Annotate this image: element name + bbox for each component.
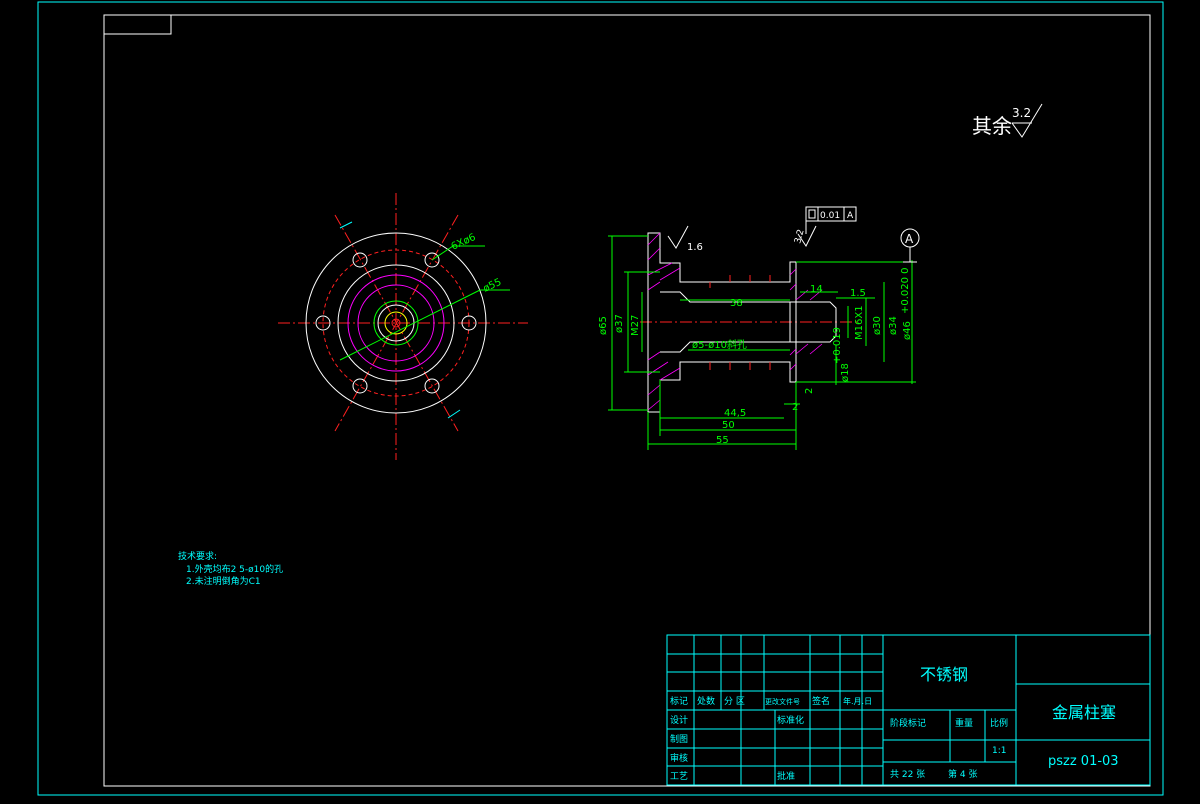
dim-holes: ø5-ø10斜孔 (692, 338, 747, 351)
material-label: 不锈钢 (920, 665, 968, 684)
approve-label: 批准 (777, 770, 795, 782)
tolerance-datum: A (847, 211, 854, 221)
section-hatch (647, 232, 823, 411)
stage-mark-label: 阶段标记 (890, 717, 926, 729)
dim-len38: 38 (730, 298, 743, 309)
hub-circle (337, 264, 455, 382)
datum-marker: A (905, 232, 914, 246)
bolt-hole (461, 315, 477, 331)
review-label: 审核 (670, 752, 688, 764)
dim-m16: M16X1 (854, 305, 865, 340)
standardize-label: 标准化 (777, 714, 804, 726)
scale-value: 1:1 (992, 746, 1006, 756)
sheets-total: 共 22 张 (890, 769, 925, 780)
dim-d46-tol: +0.020 0 (900, 267, 911, 314)
title-block: 不锈钢 金属柱塞 pszz 01-03 标记 处数 分 区 更改文件号 签名 年… (666, 634, 1151, 786)
roughness-symbol-icon (1011, 103, 1043, 138)
thread-circle-2 (357, 284, 435, 362)
part-name: 金属柱塞 (1052, 703, 1116, 722)
row-header: 处数 (697, 695, 715, 707)
bore-outline (660, 291, 791, 353)
roughness-left-icon (667, 225, 689, 249)
bolt-hole (352, 252, 368, 268)
design-label: 设计 (670, 714, 688, 726)
outer-dia-label: ø55 (482, 277, 504, 295)
section-arrow-icon (447, 409, 461, 419)
dim-d18-tol: +0.019 (832, 327, 843, 364)
roughness-note: 其余 3.2 (972, 103, 1043, 138)
bolt-hole (424, 378, 440, 394)
tolerance-value: 0.01 (820, 211, 840, 221)
roughness-mid-value: 3.2 (793, 228, 806, 244)
dim-len14: 14 (810, 284, 823, 295)
inner-frame (103, 14, 1151, 787)
bolt-hole (424, 252, 440, 268)
dim-len44-5: 44,5 (724, 408, 746, 419)
tech-requirements: 技术要求: 1.外壳均布2 5-ø10的孔 2.未注明倒角为C1 (178, 550, 283, 587)
bore-circle (373, 300, 419, 346)
row-header: 标记 (670, 695, 688, 707)
bolt-circle (322, 249, 470, 397)
dim-d46: ø46 (902, 321, 913, 340)
roughness-note-label: 其余 (972, 114, 1012, 138)
dim-d34: ø34 (888, 316, 899, 335)
weight-label: 重量 (955, 717, 973, 729)
dim-d65: ø65 (598, 316, 609, 335)
scale-label: 比例 (990, 717, 1008, 729)
thread-circle-1 (347, 274, 445, 372)
dim-d18: ø18 (840, 363, 851, 382)
roughness-note-value: 3.2 (1012, 106, 1031, 120)
dim-d37: ø37 (614, 314, 625, 333)
bolt-hole (315, 315, 331, 331)
roughness-mid-icon (797, 225, 817, 247)
center-line-diag-2 (334, 214, 459, 432)
tolerance-frame (805, 206, 857, 222)
row-header: 分 区 (724, 696, 745, 707)
sheet-number: 第 4 张 (948, 768, 977, 780)
hole-pattern-label: 6Xø6 (450, 232, 478, 253)
center-hole (391, 318, 401, 328)
row-header: 年.月.日 (843, 696, 872, 706)
tech-item: 1.外壳均布2 5-ø10的孔 (186, 563, 283, 575)
drawing-number: pszz 01-03 (1048, 754, 1119, 769)
dim-len50: 50 (722, 420, 735, 431)
corner-box (103, 14, 172, 35)
row-header: 更改文件号 (765, 697, 800, 706)
dim-len55: 55 (716, 435, 729, 446)
flange-outer-circle (305, 232, 487, 414)
dim-len2b: 2 (792, 402, 798, 413)
tech-item: 2.未注明倒角为C1 (186, 575, 261, 587)
roughness-left-value: 1.6 (687, 242, 703, 253)
flatness-icon (808, 209, 816, 219)
front-view: 6Xø6 ø55 (278, 193, 528, 460)
bore-small-circle (384, 311, 408, 335)
section-view: ø65 ø37 M27 38 14 1.5 M16X1 ø30 ø34 ø46 … (598, 206, 920, 450)
dim-len1-5: 1.5 (850, 288, 866, 299)
bolt-hole (352, 378, 368, 394)
row-header: 签名 (812, 695, 830, 707)
process-label: 工艺 (670, 771, 688, 782)
tech-title: 技术要求: (178, 550, 217, 562)
section-arrow-icon (339, 221, 353, 229)
draw-label: 制图 (670, 733, 688, 745)
outer-frame (37, 1, 1164, 796)
dim-d30: ø30 (872, 316, 883, 335)
dim-m27: M27 (630, 315, 641, 336)
dim-len2a: 2 (804, 388, 815, 394)
thread-bore (790, 301, 837, 343)
